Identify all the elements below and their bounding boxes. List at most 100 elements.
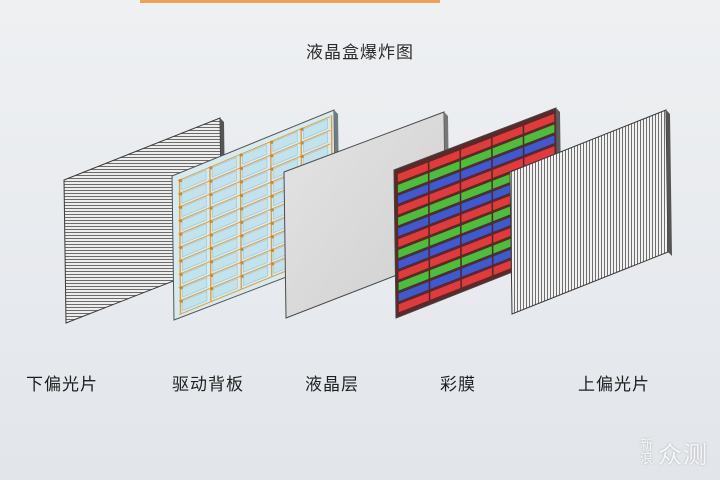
backplane-pixel-electrode (303, 132, 329, 153)
watermark-brand-b: 众测 (658, 441, 708, 469)
backplane-pixel-electrode (181, 223, 207, 244)
color-filter-subpixel (523, 113, 555, 134)
backplane-pixel-electrode (242, 225, 268, 246)
backplane-tft (270, 248, 275, 252)
color-filter-subpixel (492, 146, 524, 168)
backplane-tft (270, 167, 274, 171)
label-lower-polarizer: 下偏光片 (26, 375, 98, 395)
backplane-pixel-electrode (212, 264, 238, 286)
backplane-pixel-electrode (181, 183, 207, 204)
color-filter-subpixel (398, 270, 430, 292)
color-filter-subpixel (429, 193, 461, 214)
label-color-filter: 彩膜 (440, 375, 476, 395)
color-filter-subpixel (461, 245, 493, 267)
color-filter-subpixel (398, 259, 429, 281)
backplane-tft (240, 247, 244, 251)
label-liquid-crystal: 液晶层 (305, 375, 359, 395)
color-filter-subpixel (428, 149, 460, 171)
color-filter-subpixel (397, 172, 429, 194)
backplane-tft (270, 154, 274, 158)
color-filter-subpixel (461, 202, 492, 224)
backplane-tft (210, 273, 214, 277)
color-filter-subpixel (429, 203, 461, 225)
backplane-tft (209, 219, 213, 224)
backplane-pixel-electrode (181, 236, 207, 258)
color-filter-subpixel (492, 136, 524, 157)
upper-polarizer-layer (509, 109, 672, 315)
backplane-pixel-electrode (242, 157, 268, 179)
backplane-pixel-electrode (212, 237, 238, 259)
color-filter-subpixel (523, 134, 555, 156)
color-filter-subpixel (397, 183, 429, 205)
backplane-tft (239, 193, 244, 198)
backplane-tft (209, 166, 213, 170)
color-filter-subpixel (460, 169, 492, 191)
backplane-tft (270, 181, 274, 185)
backplane-tft (209, 233, 213, 237)
backplane-pixel-electrode (211, 170, 237, 191)
backplane-tft (179, 205, 183, 209)
backplane-pixel-electrode (212, 251, 238, 272)
backplane-tft (240, 274, 244, 278)
backplane-gate-line (177, 129, 331, 195)
backplane-tft (178, 178, 183, 183)
color-filter-subpixel (397, 161, 429, 183)
color-filter-subpixel (460, 159, 492, 180)
backplane-tft (179, 272, 183, 277)
backplane-gate-line (177, 116, 331, 182)
backplane-pixel-electrode (242, 184, 268, 206)
watermark-brand-a: 新浪 (640, 437, 654, 467)
backplane-tft (178, 192, 183, 196)
backplane-pixel-electrode (242, 171, 268, 192)
color-filter-subpixel (461, 223, 493, 245)
backplane-tft (179, 219, 183, 223)
backplane-tft (270, 140, 274, 144)
backplane-tft (210, 287, 214, 291)
backplane-tft (240, 207, 244, 211)
color-filter-subpixel (429, 182, 461, 203)
label-upper-polarizer: 上偏光片 (578, 375, 650, 395)
backplane-pixel-electrode (242, 252, 268, 273)
backplane-tft (179, 286, 183, 290)
label-backplane: 驱动背板 (172, 375, 244, 395)
backplane-tft (209, 260, 214, 264)
backplane-pixel-electrode (212, 197, 238, 218)
backplane-pixel-electrode (181, 210, 207, 231)
backplane-tft (239, 153, 243, 157)
backplane-tft (179, 232, 183, 236)
color-filter-subpixel (461, 267, 493, 289)
backplane-gate-line (178, 143, 331, 208)
color-filter-subpixel (429, 268, 461, 290)
color-filter-subpixel (460, 191, 492, 213)
backplane-pixel-electrode (302, 118, 328, 140)
backplane-pixel-electrode (242, 198, 268, 219)
color-filter-subpixel (461, 234, 493, 256)
top-accent-bar (140, 0, 440, 3)
backplane-pixel-electrode (243, 265, 269, 287)
color-filter-subpixel (429, 214, 461, 236)
backplane-pixel-electrode (181, 196, 207, 218)
backplane-tft (209, 179, 213, 183)
backplane-pixel-electrode (212, 278, 238, 299)
color-filter-subpixel (429, 236, 461, 258)
backplane-pixel-electrode (242, 238, 268, 260)
backplane-pixel-electrode (242, 211, 268, 233)
backplane-pixel-electrode (182, 277, 208, 298)
color-filter-subpixel (461, 213, 493, 234)
color-filter-subpixel (397, 205, 429, 227)
backplane-pixel-electrode (181, 169, 207, 191)
backplane-tft (239, 180, 244, 184)
backplane-tft (209, 246, 214, 251)
backplane-tft (240, 220, 244, 225)
backplane-tft (270, 262, 275, 266)
backplane-tft (270, 235, 274, 239)
backplane-tft (300, 154, 304, 159)
backplane-pixel-electrode (211, 156, 237, 178)
diagram-title: 液晶盒爆炸图 (306, 43, 414, 63)
color-filter-subpixel (461, 256, 493, 278)
backplane-tft (209, 206, 213, 210)
backplane-tft (209, 193, 213, 197)
backplane-tft (270, 194, 274, 198)
color-filter-subpixel (460, 180, 492, 202)
